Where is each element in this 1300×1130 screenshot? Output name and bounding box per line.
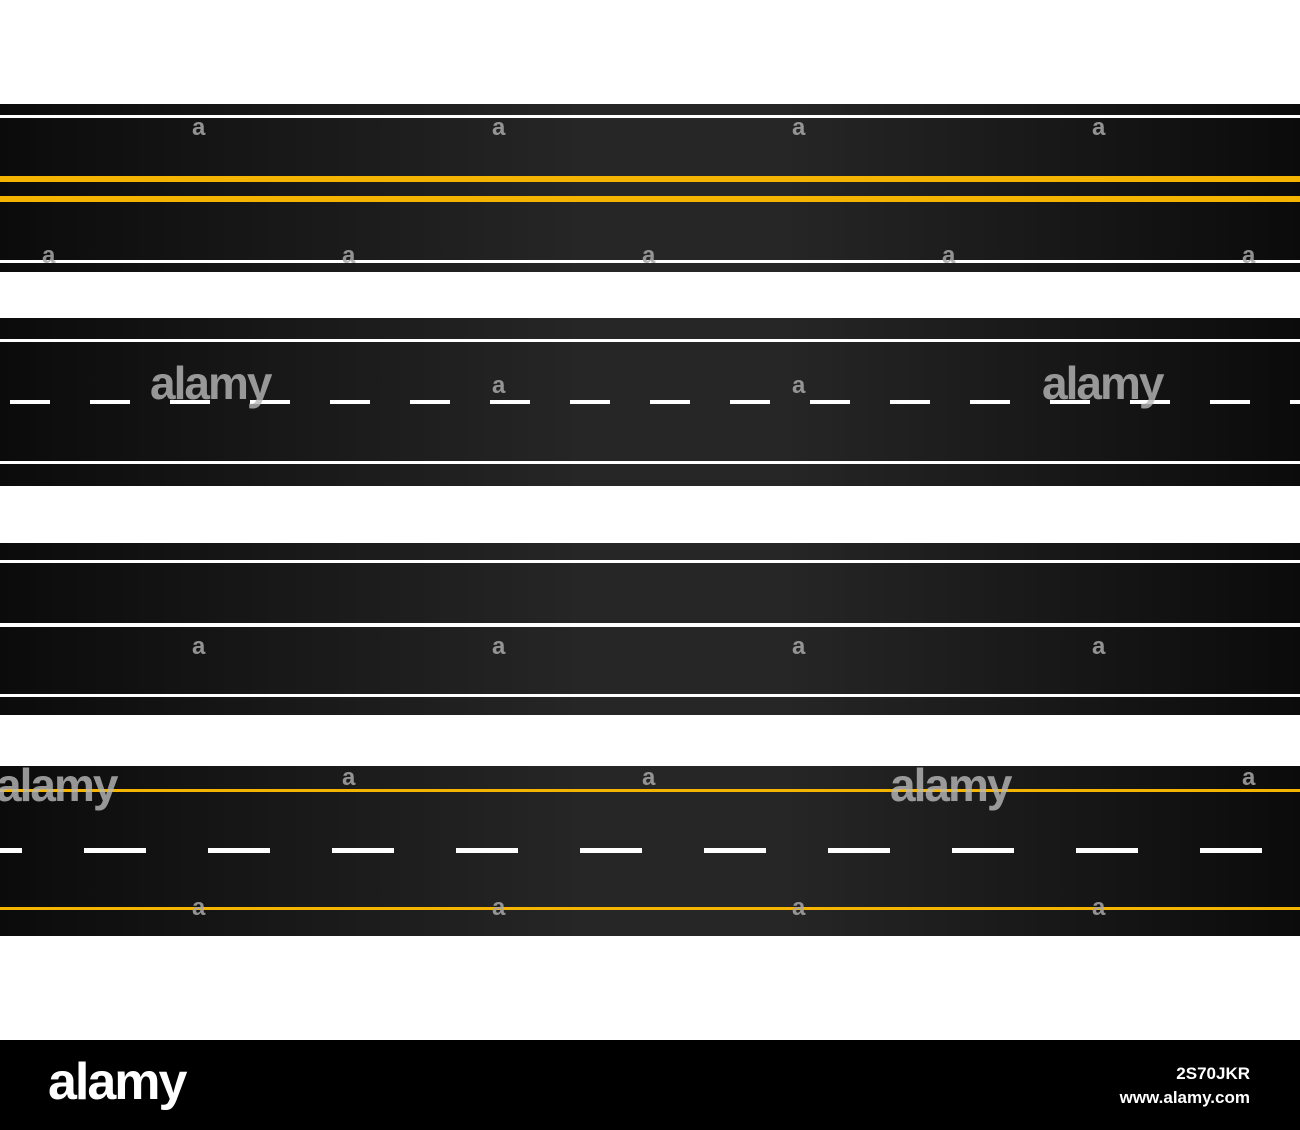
watermark-letter: a [1242,764,1256,791]
dash-segment [1050,400,1090,404]
dash-segment [84,848,146,853]
watermark-letter: a [642,764,656,791]
dash-segment [10,400,50,404]
dash-segment [410,400,450,404]
top-edge-line [0,115,1300,118]
watermark-word: alamy [890,759,1012,811]
dash-segment [1210,400,1250,404]
alamy-logo: alamy [48,1053,187,1111]
watermark-word: alamy [0,759,118,811]
watermark-letter: a [792,633,806,660]
top-yellow-edge-line [0,789,1300,792]
dash-segment [456,848,518,853]
bottom-edge-line [0,260,1300,263]
white-center-line [0,623,1300,627]
dash-segment [810,400,850,404]
dash-segment [1200,848,1262,853]
bottom-yellow-edge-line [0,907,1300,910]
watermark-letter: a [792,114,806,141]
dash-segment [970,400,1010,404]
watermark-word: alamy [150,357,272,409]
site-url: www.alamy.com [1119,1088,1250,1107]
road-yellow-edges-white-dashed: alamy alamy a a a a a a a [0,762,1300,936]
dash-segment [250,400,290,404]
watermark-letter: a [342,242,356,269]
watermark-letter: a [492,114,506,141]
top-edge-line [0,339,1300,342]
dash-segment [890,400,930,404]
dash-segment [208,848,270,853]
watermark-letter: a [1092,633,1106,660]
road-white-solid-center: a a a a [0,543,1300,715]
watermark-letter: a [342,764,356,791]
dash-segment [1290,400,1300,404]
watermark-letter: a [192,633,206,660]
dash-segment [828,848,890,853]
dash-segment [490,400,530,404]
bottom-edge-line [0,694,1300,697]
image-id: 2S70JKR [1176,1064,1250,1083]
dash-segment [1076,848,1138,853]
road-double-yellow-center: a a a a a a a a a [0,104,1300,272]
watermark-word: alamy [1042,357,1164,409]
watermark-letter: a [1092,894,1106,921]
dash-segment [170,400,210,404]
footer-bar: alamy 2S70JKR www.alamy.com [0,1040,1300,1130]
road-white-dashed-center: alamy alamy a a [0,318,1300,486]
watermark-letter: a [792,894,806,921]
yellow-center-line-upper [0,176,1300,182]
top-edge-line [0,560,1300,563]
dash-segment [704,848,766,853]
dash-segment [570,400,610,404]
white-dashed-center-line [0,848,1300,853]
watermark-letter: a [642,242,656,269]
watermark-letter: a [492,633,506,660]
yellow-center-line-lower [0,196,1300,202]
watermark-letter: a [942,242,956,269]
dash-segment [730,400,770,404]
watermark-letter: a [492,894,506,921]
watermark-letter: a [1242,242,1256,269]
dash-segment [332,848,394,853]
dash-segment [1130,400,1170,404]
watermark-letter: a [192,894,206,921]
bottom-edge-line [0,461,1300,464]
watermark-letter: a [792,372,806,399]
dash-segment [952,848,1014,853]
white-dashed-center-line [0,400,1300,404]
dash-segment [650,400,690,404]
dash-segment [0,848,22,853]
watermark-letter: a [492,372,506,399]
watermark-letter: a [42,242,56,269]
watermark-letter: a [192,114,206,141]
watermark-letter: a [1092,114,1106,141]
dash-segment [90,400,130,404]
dash-segment [580,848,642,853]
dash-segment [330,400,370,404]
